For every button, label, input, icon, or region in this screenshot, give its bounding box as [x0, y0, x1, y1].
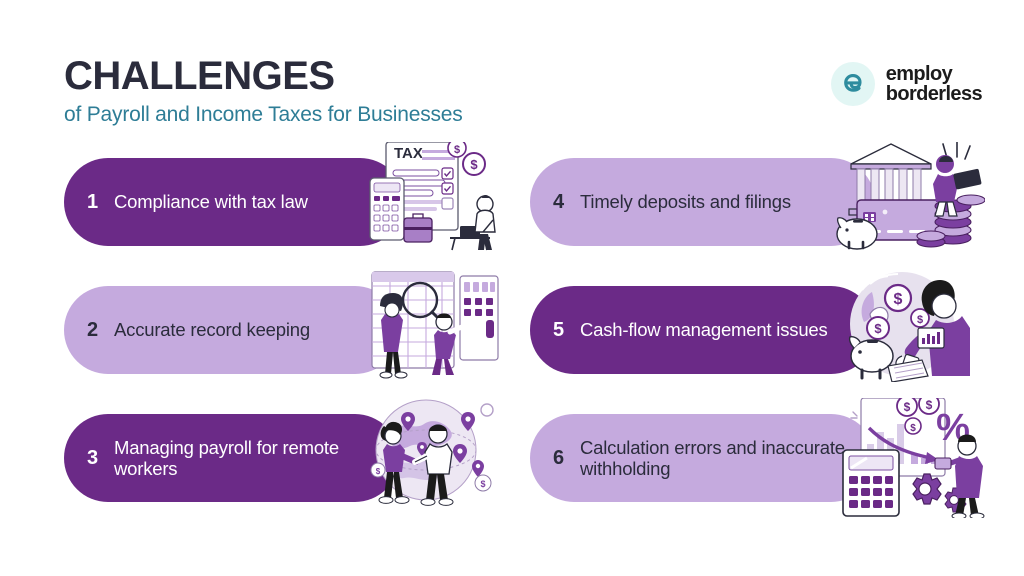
svg-text:$: $ [917, 314, 923, 326]
page-header: CHALLENGES of Payroll and Income Taxes f… [64, 55, 463, 127]
challenges-column-right: 4 Timely deposits and filings [530, 141, 1000, 534]
svg-text:$: $ [454, 144, 460, 156]
svg-text:$: $ [926, 398, 933, 412]
challenge-bar-3: 3 Managing payroll for remote workers [64, 414, 399, 502]
challenge-number-2: 2 [87, 318, 99, 341]
challenge-label-6: Calculation errors and inaccurate withho… [580, 436, 845, 479]
svg-text:$: $ [480, 479, 485, 489]
challenge-item-3[interactable]: 3 Managing payroll for remote workers [64, 399, 534, 516]
logo-wordmark: employ borderless [885, 62, 983, 105]
challenge-label-5: Cash-flow management issues [580, 319, 828, 341]
challenge-number-3: 3 [87, 446, 99, 469]
challenge-number-4: 4 [553, 190, 565, 213]
brand-logo: employ borderless [830, 62, 983, 106]
challenge-label-3: Managing payroll for remote workers [114, 436, 339, 479]
challenge-bar-1: 1 Compliance with tax law [64, 158, 404, 246]
svg-text:$: $ [910, 423, 916, 434]
challenge-item-5[interactable]: 5 Cash-flow management issues $ $ [530, 272, 1000, 388]
svg-text:$: $ [470, 157, 478, 172]
challenge-bar-2: 2 Accurate record keeping [64, 286, 399, 374]
svg-text:$: $ [904, 400, 911, 414]
page-title: CHALLENGES [64, 54, 335, 98]
challenge-bar-4: 4 Timely deposits and filings [530, 158, 875, 246]
challenge-number-5: 5 [553, 318, 565, 341]
logo-line-1: employ [885, 62, 953, 85]
svg-text:TAX: TAX [394, 145, 423, 162]
challenge-item-4[interactable]: 4 Timely deposits and filings [530, 141, 1000, 260]
challenge-label-4: Timely deposits and filings [580, 191, 791, 213]
page-subtitle: of Payroll and Income Taxes for Business… [64, 103, 463, 126]
challenge-bar-5: 5 Cash-flow management issues [530, 286, 875, 374]
logo-line-2: borderless [885, 83, 983, 105]
svg-text:$: $ [894, 291, 903, 308]
challenge-number-6: 6 [553, 446, 565, 469]
challenges-column-left: 1 Compliance with tax law TAX [64, 138, 534, 534]
challenge-item-2[interactable]: 2 Accurate record keeping [64, 271, 534, 388]
challenge-label-1: Compliance with tax law [114, 191, 308, 213]
challenge-number-1: 1 [87, 190, 99, 213]
employ-borderless-e-icon [830, 62, 875, 106]
svg-text:%: % [936, 407, 970, 449]
challenge-bar-6: 6 Calculation errors and inaccurate with… [530, 414, 875, 502]
challenge-label-2: Accurate record keeping [114, 319, 310, 341]
challenge-item-1[interactable]: 1 Compliance with tax law TAX [64, 138, 534, 260]
challenge-item-6[interactable]: 6 Calculation errors and inaccurate with… [530, 393, 1000, 520]
svg-text:$: $ [874, 321, 882, 336]
